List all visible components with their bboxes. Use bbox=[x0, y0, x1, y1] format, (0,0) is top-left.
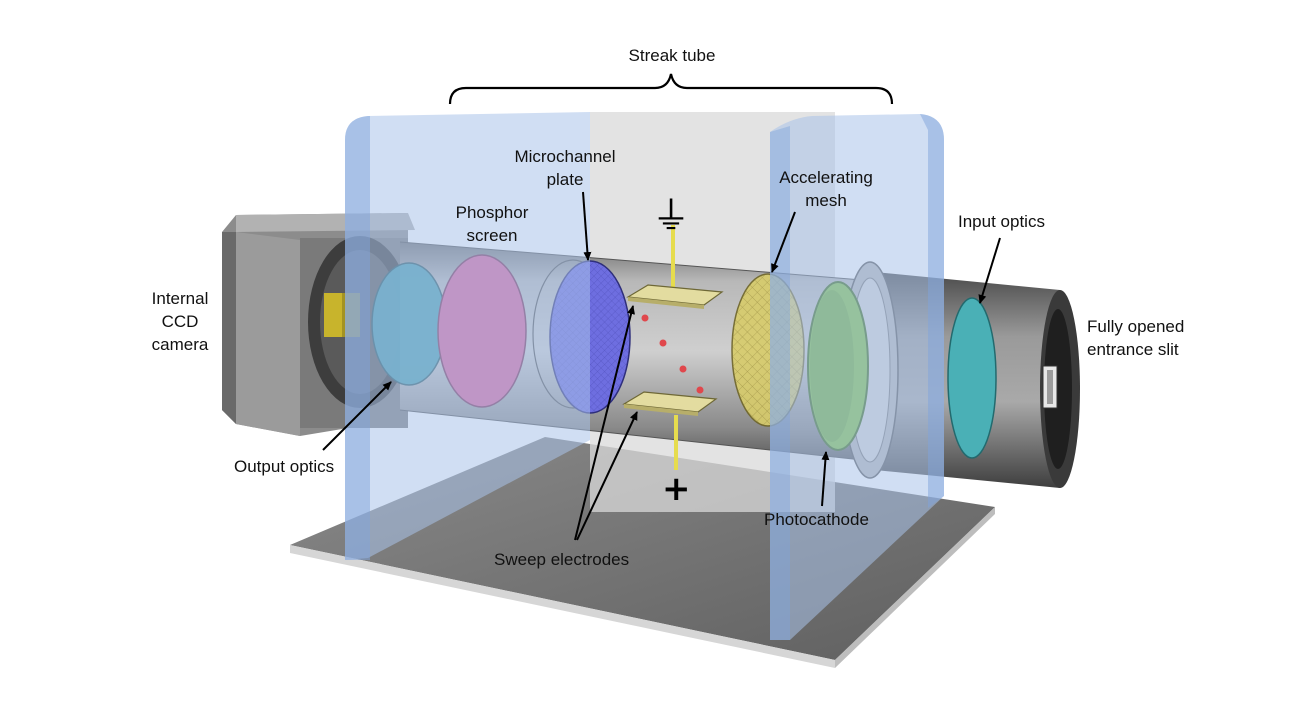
streak-tube-brace bbox=[448, 73, 894, 105]
entrance-slit-label-line1: Fully opened bbox=[1087, 317, 1185, 336]
accelerating-mesh-label: Accelerating mesh bbox=[766, 166, 886, 212]
entrance-slit-label: Fully opened entrance slit bbox=[1087, 315, 1184, 361]
accelerating-mesh-label-line2: mesh bbox=[805, 191, 847, 210]
phosphor-screen-label-line2: screen bbox=[466, 226, 518, 245]
photocathode-label: Photocathode bbox=[764, 510, 869, 529]
output-optics-label: Output optics bbox=[234, 457, 335, 476]
streak-tube-label: Streak tube bbox=[628, 46, 716, 65]
ground-icon: ⏚ bbox=[652, 194, 691, 238]
enclosure-right-panel bbox=[770, 114, 944, 640]
input-optics-label: Input optics bbox=[958, 212, 1045, 231]
internal-ccd-camera-label-line3: camera bbox=[151, 335, 209, 354]
microchannel-plate-label-line1: Microchannel bbox=[514, 147, 616, 166]
internal-ccd-camera-label-line1: Internal bbox=[151, 289, 209, 308]
microchannel-plate-label: Microchannel plate bbox=[505, 145, 625, 191]
internal-ccd-camera-label: Internal CCD camera bbox=[130, 287, 230, 356]
sweep-electrodes bbox=[622, 225, 724, 470]
entrance-slit-label-line2: entrance slit bbox=[1087, 340, 1179, 359]
plus-icon: + bbox=[662, 469, 691, 509]
sweep-electrodes-label: Sweep electrodes bbox=[494, 550, 630, 569]
accelerating-mesh-label-line1: Accelerating bbox=[779, 168, 873, 187]
internal-ccd-camera-label-line2: CCD bbox=[161, 312, 199, 331]
input-optics-lens bbox=[947, 297, 997, 459]
leader-arrows bbox=[322, 191, 1001, 541]
phosphor-screen-label: Phosphor screen bbox=[432, 201, 552, 247]
phosphor-screen-label-line1: Phosphor bbox=[455, 203, 529, 222]
electron-dots bbox=[641, 314, 704, 394]
microchannel-plate-label-line2: plate bbox=[546, 170, 584, 189]
enclosure-left-panel bbox=[345, 112, 590, 560]
